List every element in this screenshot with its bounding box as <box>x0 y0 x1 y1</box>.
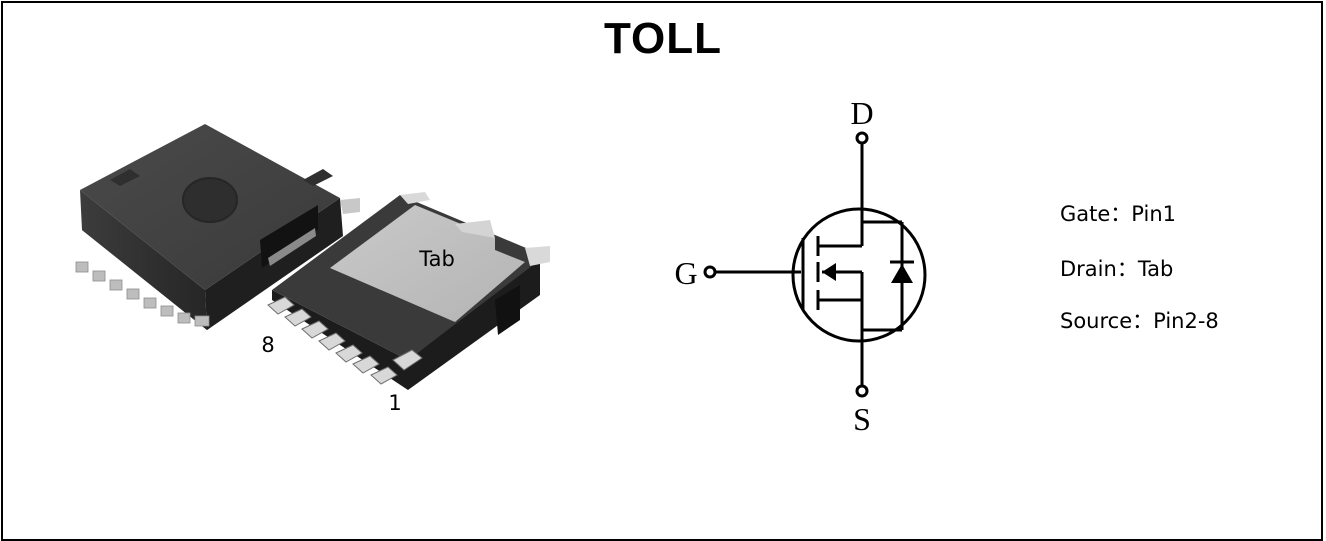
legend-source-value: Pin2-8 <box>1153 309 1219 333</box>
legend-gate-name: Gate <box>1060 202 1111 226</box>
legend-gate-value: Pin1 <box>1131 202 1177 226</box>
package-title: TOLL <box>603 14 723 63</box>
mosfet-symbol <box>703 131 927 398</box>
legend-source: Source：Pin2-8 <box>1060 305 1219 335</box>
legend-gate: Gate：Pin1 <box>1060 198 1176 228</box>
legend-drain-name: Drain <box>1060 257 1117 281</box>
body-diode <box>891 264 913 283</box>
tab-label: Tab <box>418 247 455 271</box>
source-label: S <box>853 401 871 437</box>
pin-8-label: 8 <box>261 333 274 357</box>
legend-drain-sep: ： <box>1116 257 1138 281</box>
channel-arrow <box>822 263 836 281</box>
legend-source-name: Source <box>1060 309 1133 333</box>
legend-source-sep: ： <box>1132 309 1154 333</box>
diagram-canvas: Tab 8 1 D G S <box>75 95 927 437</box>
mosfet-circle <box>791 207 927 343</box>
legend-gate-sep: ： <box>1110 202 1132 226</box>
pin-1-label: 1 <box>388 391 401 415</box>
package-top-view <box>75 124 360 330</box>
package-bottom-view <box>267 192 550 390</box>
drain-label: D <box>850 95 873 131</box>
gate-label: G <box>674 255 697 291</box>
legend-drain-value: Tab <box>1137 257 1174 281</box>
legend-drain: Drain：Tab <box>1060 253 1173 283</box>
